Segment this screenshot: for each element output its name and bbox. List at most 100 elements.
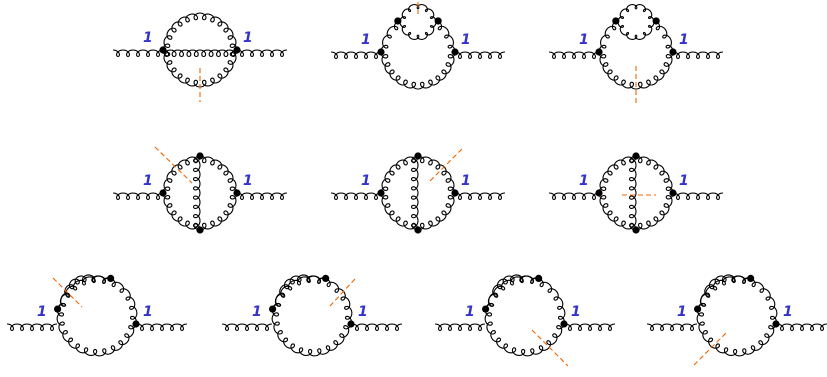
gluon-line [617,4,655,23]
external-gluon-right [564,323,616,332]
external-gluon-right [672,51,724,60]
external-label: 1 [461,32,471,48]
vertex-dot [669,48,677,56]
gluon-line [598,155,637,194]
external-gluon-left [548,192,600,201]
vertex-dot [451,48,459,56]
external-gluon-right [236,192,288,201]
external-label: 1 [143,304,153,320]
external-label: 1 [679,173,689,189]
gluon-line [750,277,778,324]
gluon-line [635,192,674,231]
external-gluon-right [454,51,506,60]
gluon-line [57,274,111,310]
external-label: 1 [243,173,253,189]
external-gluon-left [112,192,164,201]
external-label: 1 [143,30,153,46]
external-gluon-left [221,323,273,332]
vertex-dot [196,152,204,160]
external-gluon-right [672,192,724,201]
vertex-dot [632,226,640,234]
gluon-line [199,155,238,194]
vertex-dot [196,226,204,234]
gluon-line [538,277,566,324]
vertex-dot [377,189,385,197]
vertex-dot [772,320,780,328]
vertex-dot [451,189,459,197]
external-gluon-right [136,323,188,332]
external-gluon-right [351,323,403,332]
gluon-line [192,155,201,231]
external-gluon-right [776,323,827,332]
vertex-dot [233,46,241,54]
external-label: 1 [361,173,371,189]
vertex-dot [694,305,702,313]
gluon-line [697,274,751,310]
external-label: 1 [579,173,589,189]
gluon-line [325,277,353,324]
external-label: 1 [571,304,581,320]
external-gluon-left [330,192,382,201]
vertex-dot [632,152,640,160]
vertex-dot [560,320,568,328]
external-gluon-right [454,192,506,201]
vertex-dot [322,274,330,283]
gluon-line [598,192,637,231]
external-label: 1 [361,32,371,48]
cut-line [52,277,83,308]
gluon-line [635,155,674,194]
vertex-dot [347,320,355,328]
gluon-line [628,155,637,231]
vertex-dot [669,189,677,197]
gluon-line [162,155,201,194]
gluon-line [162,49,238,58]
cut-line [154,146,193,184]
vertex-dot [434,17,442,25]
gluon-line [417,192,456,231]
vertex-dot [595,189,603,197]
external-gluon-left [112,49,164,58]
external-label: 1 [579,32,589,48]
external-label: 1 [358,304,368,320]
vertex-dot [414,226,422,234]
gluon-line [199,192,238,231]
gluon-line [272,274,326,310]
external-gluon-left [548,51,600,60]
external-label: 1 [783,304,793,320]
gluon-line [162,192,201,231]
gluon-line [617,21,655,40]
vertex-dot [414,152,422,160]
gluon-line [380,51,456,90]
vertex-dot [54,305,62,313]
external-gluon-left [434,323,486,332]
external-label: 1 [677,304,687,320]
gluon-line [380,192,419,231]
gluon-line [399,21,437,40]
gluon-line [56,309,137,357]
gluon-line [655,20,674,53]
gluon-line [380,20,399,53]
cut-line [531,329,569,367]
external-label: 1 [252,304,262,320]
vertex-dot [612,17,620,25]
external-label: 1 [37,304,47,320]
external-label: 1 [465,304,475,320]
cut-line [427,148,463,184]
vertex-dot [377,48,385,56]
external-label: 1 [143,173,153,189]
vertex-dot [233,189,241,197]
external-gluon-left [6,323,58,332]
vertex-dot [107,274,115,283]
vertex-dot [482,305,490,313]
external-gluon-left [646,323,698,332]
gluon-line [110,277,138,324]
cut-line [329,278,356,307]
